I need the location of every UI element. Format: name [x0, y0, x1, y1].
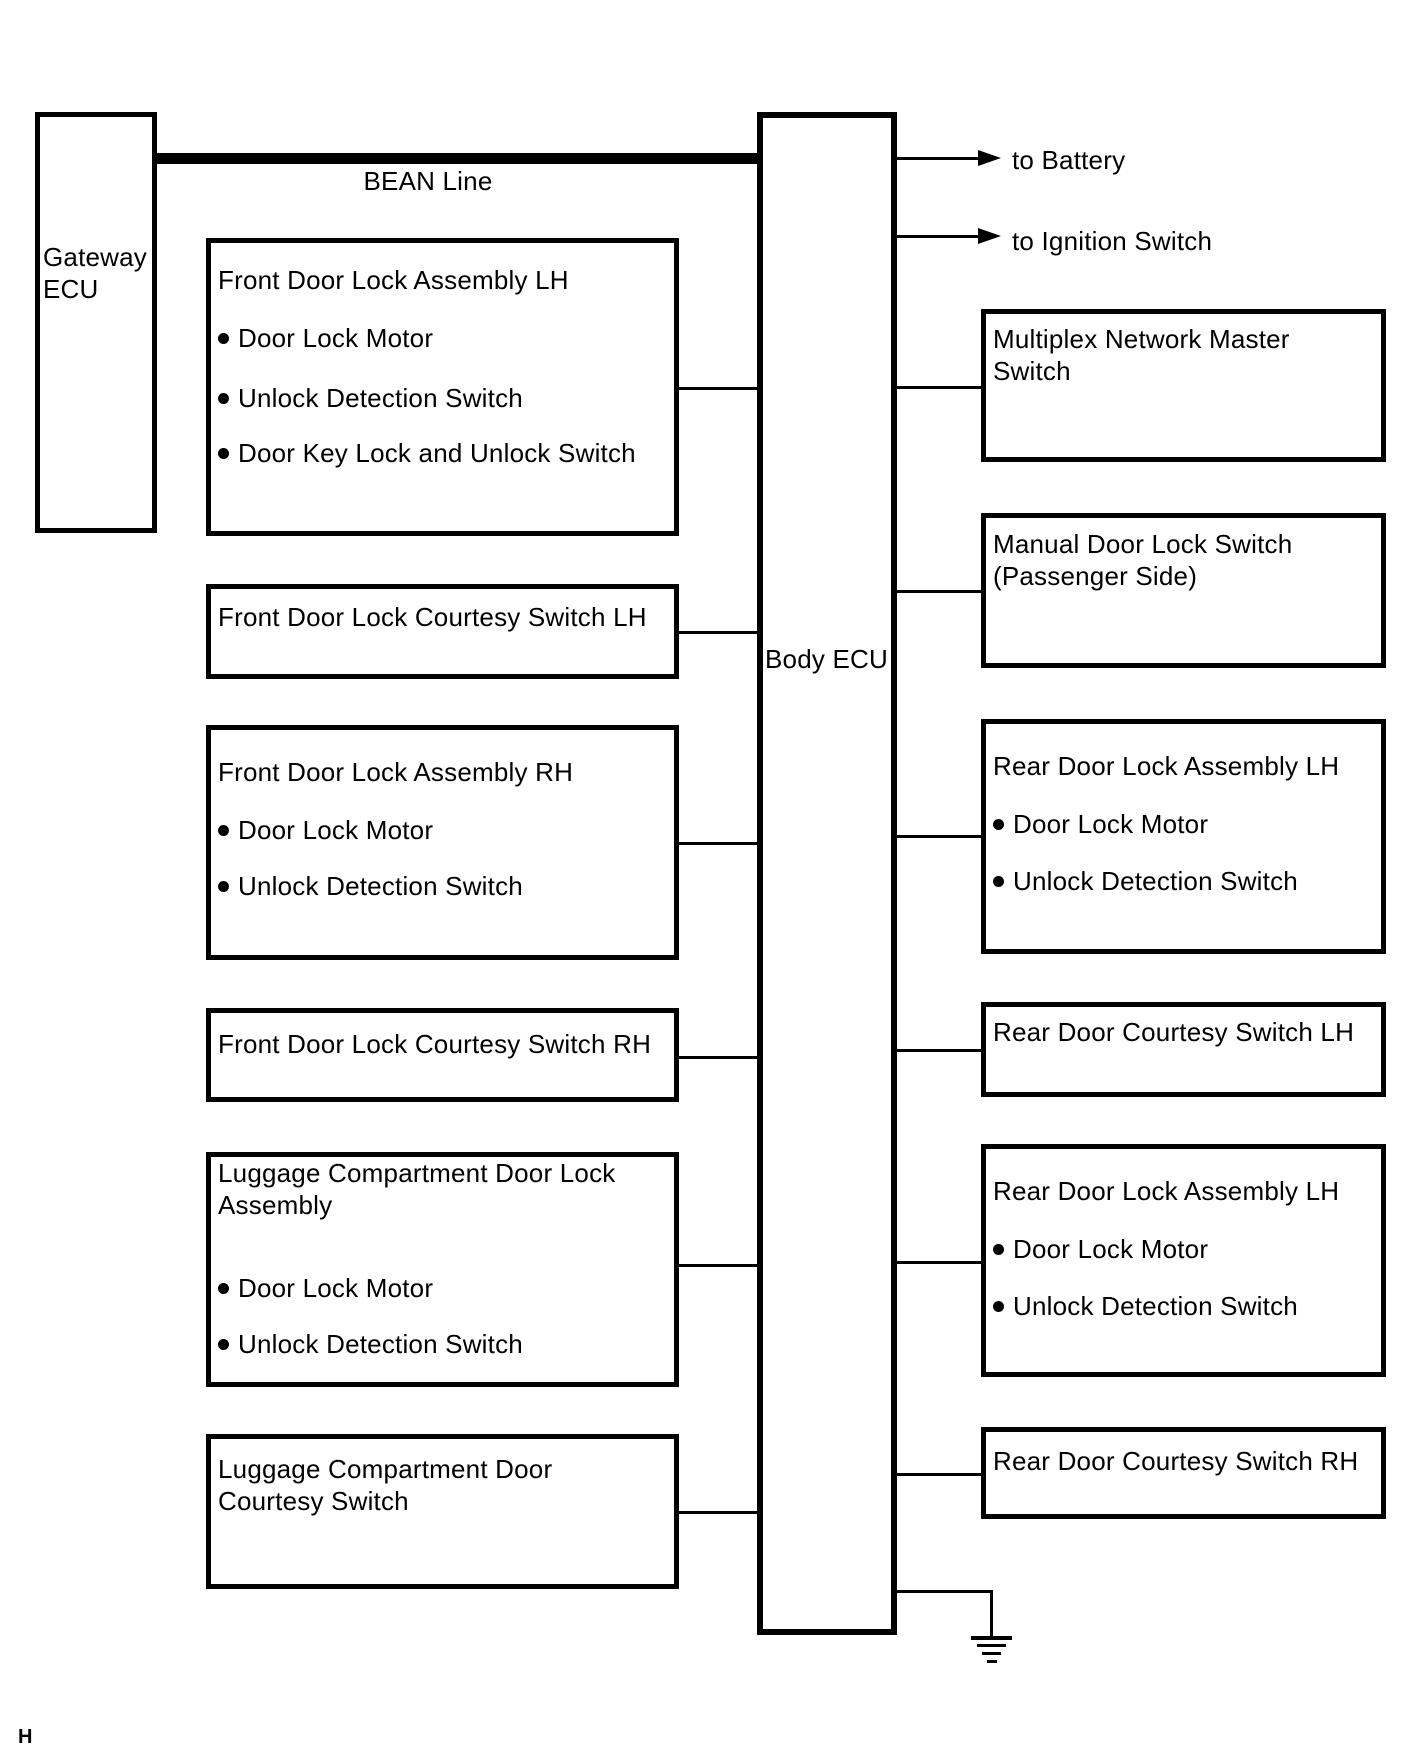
rear-door-lock-assembly-lh-box-2: Rear Door Lock Assembly LH Door Lock Mot…: [981, 1144, 1386, 1377]
battery-wire: [894, 157, 980, 160]
bullet-label: Door Lock Motor: [1013, 809, 1209, 839]
front-door-lock-assembly-rh-box: Front Door Lock Assembly RH Door Lock Mo…: [206, 725, 679, 960]
bullet-label: Door Lock Motor: [238, 815, 434, 845]
bullet-icon: [218, 332, 229, 344]
bullet-icon: [993, 875, 1004, 887]
bullet-icon: [218, 1282, 229, 1294]
to-battery-label: to Battery: [1012, 145, 1126, 175]
connector-line: [894, 386, 983, 389]
ground-wire-vertical: [990, 1590, 993, 1639]
bullet-label: Unlock Detection Switch: [1013, 1291, 1298, 1321]
bullet-label: Door Lock Motor: [238, 323, 434, 353]
box-title: Rear Door Lock Assembly LH: [993, 1176, 1340, 1206]
ground-wire-horizontal: [894, 1590, 993, 1593]
bullet-label: Door Lock Motor: [238, 1273, 434, 1303]
bullet-icon: [218, 824, 229, 836]
box-title: Front Door Lock Courtesy Switch RH: [218, 1029, 652, 1059]
bullet-item: Unlock Detection Switch: [993, 866, 1298, 896]
multiplex-network-master-switch-box: Multiplex Network Master Switch: [981, 309, 1386, 462]
bullet-label: Unlock Detection Switch: [1013, 866, 1298, 896]
connector-line: [675, 1264, 759, 1267]
box-title: Front Door Lock Courtesy Switch LH: [218, 602, 647, 632]
box-title: Multiplex Network Master Switch: [993, 323, 1290, 387]
box-title: Rear Door Courtesy Switch RH: [993, 1446, 1359, 1476]
connector-line: [675, 631, 759, 634]
front-door-lock-assembly-lh-box: Front Door Lock Assembly LH Door Lock Mo…: [206, 238, 679, 536]
front-door-lock-courtesy-switch-lh-box: Front Door Lock Courtesy Switch LH: [206, 584, 679, 679]
bean-line-label: BEAN Line: [363, 166, 493, 196]
box-title: Front Door Lock Assembly RH: [218, 757, 574, 787]
bullet-item: Door Lock Motor: [993, 809, 1208, 839]
connector-line: [675, 842, 759, 845]
box-title-line: Switch: [993, 356, 1071, 386]
bullet-item: Unlock Detection Switch: [993, 1291, 1298, 1321]
bullet-item: Unlock Detection Switch: [218, 383, 523, 413]
bean-line: [152, 153, 759, 164]
manual-door-lock-switch-box: Manual Door Lock Switch (Passenger Side): [981, 513, 1386, 668]
bullet-icon: [993, 1243, 1004, 1255]
rear-door-courtesy-switch-lh-box: Rear Door Courtesy Switch LH: [981, 1002, 1386, 1097]
bullet-label: Door Key Lock and Unlock Switch: [238, 438, 636, 468]
box-title: Rear Door Courtesy Switch LH: [993, 1017, 1355, 1047]
bullet-icon: [218, 392, 229, 404]
gateway-ecu-box: Gateway ECU: [35, 112, 157, 533]
luggage-compartment-door-lock-assembly-box: Luggage Compartment Door Lock Assembly D…: [206, 1152, 679, 1387]
connector-line: [894, 1473, 983, 1476]
box-title-line: (Passenger Side): [993, 561, 1198, 591]
bullet-item: Door Lock Motor: [218, 323, 433, 353]
bullet-item: Unlock Detection Switch: [218, 1329, 523, 1359]
bullet-label: Unlock Detection Switch: [238, 383, 523, 413]
box-title-line: Assembly: [218, 1190, 333, 1220]
bullet-icon: [993, 1300, 1004, 1312]
box-title: Rear Door Lock Assembly LH: [993, 751, 1340, 781]
gateway-ecu-label: Gateway ECU: [43, 242, 148, 304]
bullet-item: Door Lock Motor: [993, 1234, 1208, 1264]
box-title-line: Courtesy Switch: [218, 1486, 409, 1516]
bullet-icon: [218, 880, 229, 892]
connector-line: [894, 590, 983, 593]
bullet-item: Door Key Lock and Unlock Switch: [218, 438, 636, 468]
bullet-label: Unlock Detection Switch: [238, 871, 523, 901]
box-title: Front Door Lock Assembly LH: [218, 265, 569, 295]
bullet-item: Door Lock Motor: [218, 1273, 433, 1303]
bullet-label: Door Lock Motor: [1013, 1234, 1209, 1264]
connector-line: [894, 1261, 983, 1264]
box-title: Luggage Compartment Door Courtesy Switch: [218, 1453, 552, 1517]
connector-line: [675, 1511, 759, 1514]
page-marker: H: [18, 1726, 33, 1748]
box-title-line: Manual Door Lock Switch: [993, 529, 1293, 559]
ignition-arrowhead-icon: [978, 228, 1001, 244]
bullet-item: Door Lock Motor: [218, 815, 433, 845]
box-title-line: Luggage Compartment Door: [218, 1454, 553, 1484]
bullet-label: Unlock Detection Switch: [238, 1329, 523, 1359]
ignition-wire: [894, 235, 980, 238]
box-title-line: Multiplex Network Master: [993, 324, 1290, 354]
bullet-icon: [218, 1338, 229, 1350]
front-door-lock-courtesy-switch-rh-box: Front Door Lock Courtesy Switch RH: [206, 1008, 679, 1102]
bullet-icon: [993, 818, 1004, 830]
bullet-item: Unlock Detection Switch: [218, 871, 523, 901]
rear-door-lock-assembly-lh-box-1: Rear Door Lock Assembly LH Door Lock Mot…: [981, 719, 1386, 954]
bullet-icon: [218, 447, 229, 459]
luggage-compartment-door-courtesy-switch-box: Luggage Compartment Door Courtesy Switch: [206, 1434, 679, 1589]
connector-line: [675, 1056, 759, 1059]
body-ecu-label: Body ECU: [765, 644, 888, 674]
rear-door-courtesy-switch-rh-box: Rear Door Courtesy Switch RH: [981, 1427, 1386, 1519]
connector-line: [675, 387, 759, 390]
battery-arrowhead-icon: [978, 150, 1001, 166]
connector-line: [894, 835, 983, 838]
body-ecu-box: Body ECU: [757, 112, 897, 1635]
box-title: Luggage Compartment Door Lock Assembly: [218, 1157, 615, 1221]
connector-line: [894, 1049, 983, 1052]
to-ignition-switch-label: to Ignition Switch: [1012, 226, 1213, 256]
box-title: Manual Door Lock Switch (Passenger Side): [993, 528, 1292, 592]
box-title-line: Luggage Compartment Door Lock: [218, 1158, 616, 1188]
